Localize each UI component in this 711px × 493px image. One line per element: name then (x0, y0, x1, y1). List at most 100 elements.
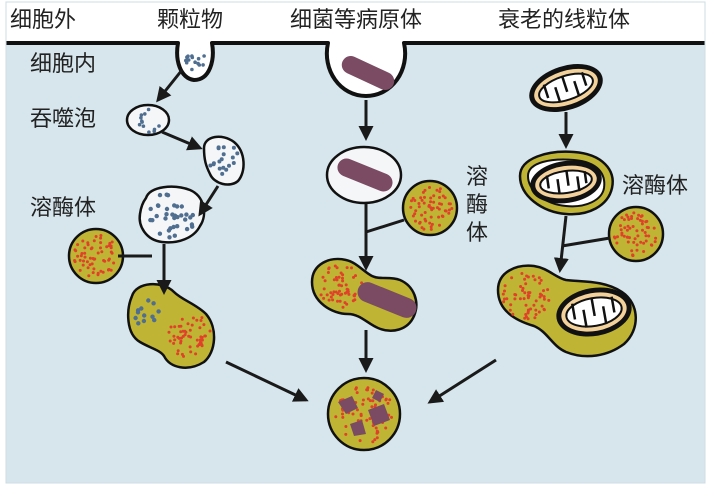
enzyme-dot (184, 330, 188, 334)
particle-dot (221, 145, 226, 150)
enzyme-dot (420, 198, 424, 202)
enzyme-dot (533, 316, 537, 320)
enzyme-dot (195, 338, 199, 342)
enzyme-dot (335, 266, 339, 270)
lysosome-left-enzymes (73, 234, 116, 278)
enzyme-dot (78, 268, 82, 272)
enzyme-dot (355, 408, 359, 412)
enzyme-dot (173, 338, 177, 342)
enzyme-dot (625, 235, 629, 239)
enzyme-dot (176, 352, 180, 356)
enzyme-dot (78, 258, 82, 262)
particle-dot (135, 310, 141, 315)
enzyme-dot (630, 249, 634, 253)
particle-dot (148, 206, 153, 212)
enzyme-dot (179, 341, 183, 345)
enzyme-dot (96, 251, 100, 255)
enzyme-dot (514, 293, 518, 297)
lysosome-mid-enzymes (409, 186, 454, 231)
enzyme-dot (338, 289, 341, 293)
enzyme-dot (438, 190, 442, 194)
enzyme-dot (327, 298, 331, 302)
enzyme-dot (350, 266, 353, 270)
particle-dot (150, 218, 155, 223)
enzyme-dot (503, 284, 507, 288)
enzyme-dot (431, 206, 435, 210)
enzyme-dot (523, 277, 527, 281)
enzyme-dot (542, 295, 546, 299)
particle-dot (156, 309, 161, 314)
enzyme-dot (325, 293, 329, 297)
enzyme-dot (620, 216, 624, 220)
enzyme-dot (437, 215, 441, 219)
enzyme-dot (352, 275, 355, 279)
enzyme-dot (384, 426, 388, 430)
enzyme-dot (86, 266, 90, 270)
particle-dot (227, 163, 231, 168)
enzyme-dot (351, 412, 355, 416)
enzyme-dot (343, 301, 347, 305)
particle-dot (184, 60, 189, 65)
enzyme-dot (429, 200, 433, 204)
particle-dot (189, 222, 195, 227)
enzyme-dot (88, 256, 92, 260)
phagosome-medium-particles (208, 145, 240, 176)
enzyme-dot (172, 334, 176, 338)
enzyme-dot (532, 303, 536, 307)
enzyme-dot (322, 287, 326, 291)
enzyme-dot (191, 316, 195, 320)
particle-dot (163, 216, 168, 221)
enzyme-dot (336, 299, 339, 303)
enzyme-dot (347, 292, 351, 296)
enzyme-dot (509, 303, 513, 307)
enzyme-dot (81, 263, 85, 267)
enzyme-dot (198, 326, 202, 330)
enzyme-dot (73, 248, 77, 252)
enzyme-dot (411, 196, 415, 200)
enzyme-dot (632, 211, 636, 215)
enzyme-dot (428, 186, 431, 189)
enzyme-dot (409, 205, 413, 209)
enzyme-dot (636, 234, 640, 238)
enzyme-dot (642, 241, 646, 245)
particle-dot (157, 231, 163, 236)
enzyme-dot (345, 290, 349, 294)
particle-dot (190, 67, 194, 72)
enzyme-dot (323, 279, 327, 283)
particle-dot (179, 204, 184, 209)
enzyme-dot (96, 271, 100, 275)
enzyme-dot (622, 218, 626, 222)
enzyme-dot (354, 274, 357, 278)
enzyme-dot (430, 222, 434, 226)
particle-dot (165, 193, 171, 198)
enzyme-dot (321, 275, 325, 279)
enzyme-dot (370, 391, 374, 395)
enzyme-dot (450, 207, 454, 210)
particle-dot (152, 127, 157, 132)
particle-dot (170, 212, 175, 217)
particle-dot (164, 212, 169, 217)
enzyme-dot (176, 349, 180, 353)
enzyme-dot (511, 312, 515, 316)
enzyme-dot (199, 335, 203, 339)
enzyme-dot (625, 228, 629, 232)
enzyme-dot (83, 255, 87, 259)
enzyme-dot (503, 297, 506, 301)
enzyme-dot (534, 308, 538, 312)
particle-dot (175, 214, 180, 220)
debris-4 (372, 390, 384, 402)
enzyme-dot (421, 190, 425, 194)
enzyme-dot (429, 215, 433, 219)
enzyme-dot (375, 436, 379, 440)
particle-dot (220, 171, 225, 176)
enzyme-dot (652, 226, 656, 230)
enzyme-dot (169, 325, 173, 329)
enzyme-dot (334, 415, 338, 419)
enzyme-dot (524, 313, 528, 316)
enzyme-dot (101, 270, 105, 274)
enzyme-dot (542, 308, 546, 312)
enzyme-dot (188, 328, 192, 332)
enzyme-dot (99, 234, 103, 237)
enzyme-dot (112, 261, 116, 265)
enzyme-dot (90, 262, 94, 266)
